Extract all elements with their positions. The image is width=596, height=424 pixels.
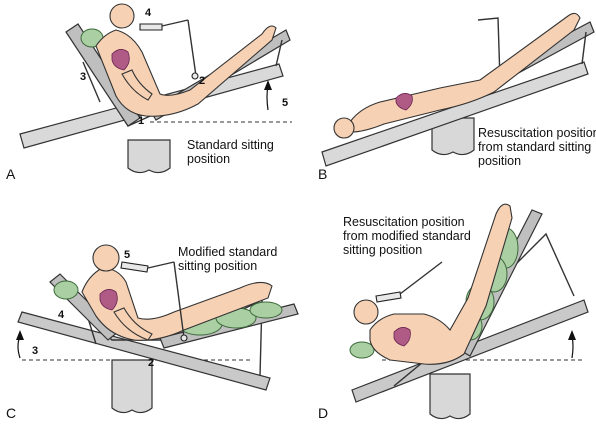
table-pedestal <box>429 373 471 420</box>
patient-body <box>369 203 513 365</box>
label-3: 3 <box>32 345 38 357</box>
head-holder <box>120 261 149 273</box>
patient-arm <box>121 69 153 101</box>
patient-arm <box>113 307 153 341</box>
heart-icon <box>393 327 411 347</box>
leg-cushion <box>249 301 283 319</box>
caption-b-line1: Resuscitation position <box>478 126 596 140</box>
head-holder-frame <box>477 17 501 81</box>
label-5: 5 <box>124 249 130 261</box>
caption-a-line2: position <box>187 152 230 166</box>
table-pedestal <box>431 117 475 156</box>
head-holder-rod <box>173 261 185 339</box>
panel-c: 5 4 3 2 Modified standard sitting positi… <box>6 244 299 421</box>
patient-head <box>109 3 135 29</box>
leg-support <box>581 31 587 65</box>
heart-icon <box>99 289 118 311</box>
table-joint <box>191 72 199 80</box>
head-holder-rod <box>187 19 197 77</box>
label-2: 2 <box>148 357 154 369</box>
caption-b-line2: from standard sitting <box>478 140 591 154</box>
panel-letter-d: D <box>318 405 328 421</box>
panel-letter-a: A <box>6 166 16 182</box>
table-pedestal <box>127 139 171 174</box>
caption-d-line2: from modified standard <box>343 229 471 243</box>
caption-d-line1: Resuscitation position <box>343 215 465 229</box>
table-joint <box>180 334 188 342</box>
panel-a: 4 3 2 1 5 Standard sitting position A <box>6 3 292 182</box>
support-strut <box>87 317 97 345</box>
patient-head <box>92 244 120 272</box>
heart-icon <box>395 93 413 111</box>
label-4: 4 <box>58 309 65 321</box>
panel-d: Resuscitation position from modified sta… <box>318 203 589 421</box>
caption-c-line1: Modified standard <box>178 245 277 259</box>
leg-support <box>275 39 283 67</box>
head-holder <box>139 23 163 31</box>
patient-head <box>353 299 379 325</box>
backrest-strut <box>82 61 101 103</box>
tilt-arrow-head <box>264 80 272 90</box>
table-pedestal <box>111 359 153 414</box>
operating-table <box>321 61 589 167</box>
panel-letter-c: C <box>6 405 16 421</box>
tilt-arrow-head <box>16 330 24 340</box>
operating-table <box>17 311 271 391</box>
caption-d-line3: sitting position <box>343 243 422 257</box>
head-pillow <box>53 280 79 300</box>
tilt-arrow-head <box>568 330 576 340</box>
patient-head <box>333 117 355 139</box>
panel-b: Resuscitation position from standard sit… <box>318 12 596 182</box>
label-4: 4 <box>145 7 152 19</box>
heart-icon <box>111 49 130 71</box>
head-holder-arm <box>147 261 175 269</box>
head-holder-arm <box>399 261 443 295</box>
head-pillow <box>349 341 375 359</box>
head-holder <box>375 291 402 303</box>
caption-a-line1: Standard sitting <box>187 138 274 152</box>
label-2: 2 <box>199 75 205 87</box>
caption-b-line3: position <box>478 154 521 168</box>
label-5: 5 <box>282 97 288 109</box>
label-1: 1 <box>138 115 144 127</box>
label-3: 3 <box>80 71 86 83</box>
panel-letter-b: B <box>318 166 327 182</box>
caption-c-line2: sitting position <box>178 259 257 273</box>
patient-body <box>95 25 277 117</box>
head-holder-arm <box>161 19 189 27</box>
